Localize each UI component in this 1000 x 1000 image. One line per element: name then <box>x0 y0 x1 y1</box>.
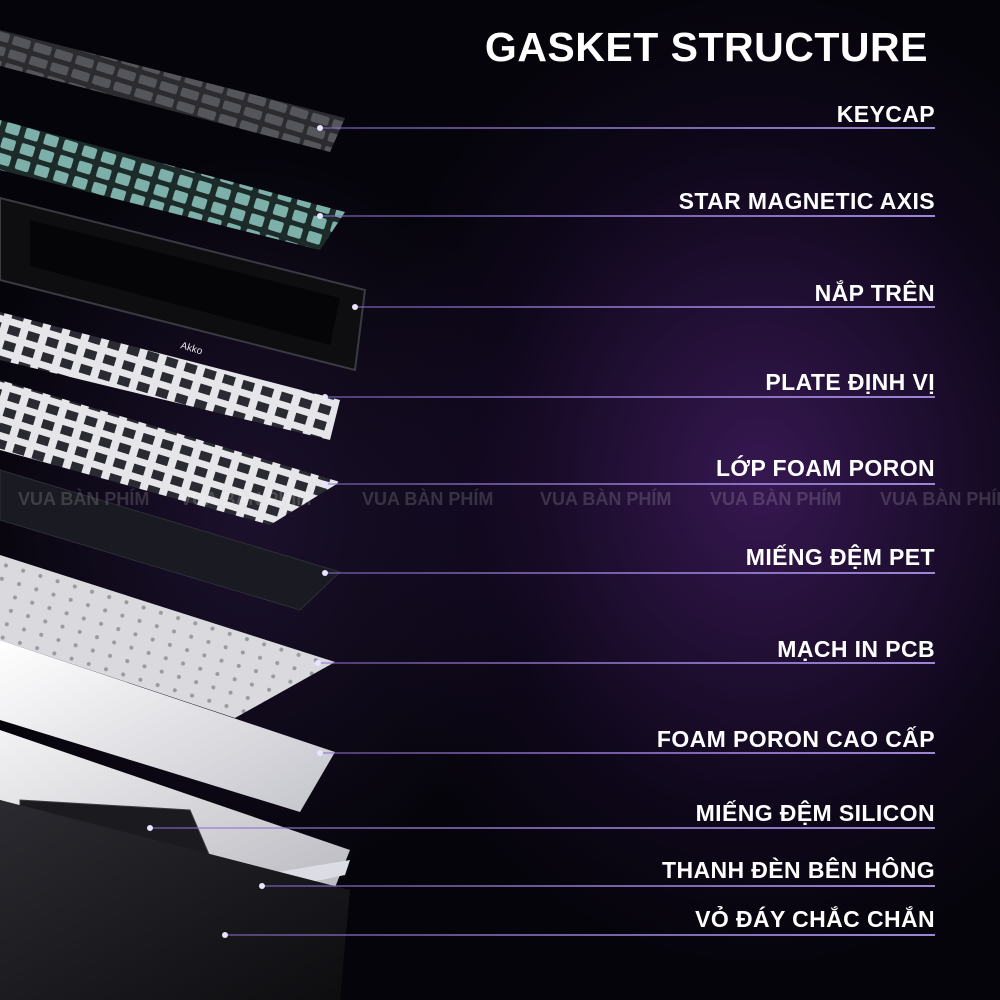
page-title: GASKET STRUCTURE <box>484 24 928 70</box>
leader-line <box>355 306 935 308</box>
leader-line <box>320 752 935 754</box>
layer-label-bottom-case: VỎ ĐÁY CHẮC CHẮN <box>695 906 935 932</box>
leader-dot <box>222 932 228 938</box>
leader-dot <box>259 883 265 889</box>
layer-label-pcb: MẠCH IN PCB <box>777 636 935 662</box>
watermark-text: VUA BÀN PHÍM <box>880 489 1000 509</box>
leader-line <box>325 483 935 485</box>
foam-premium-art <box>0 640 335 812</box>
leader-dot <box>322 570 328 576</box>
leader-line <box>320 127 935 129</box>
leader-line <box>225 934 935 936</box>
leader-line <box>318 662 935 664</box>
watermark-text: VUA BÀN PHÍM <box>180 489 312 509</box>
leader-line <box>325 572 935 574</box>
leader-dot <box>317 213 323 219</box>
keycap-layer-art <box>0 30 345 152</box>
plate-art <box>0 312 340 440</box>
bottom-case-art <box>0 800 350 1000</box>
leader-dot <box>315 660 321 666</box>
layer-label-silicon: MIẾNG ĐỆM SILICON <box>695 800 935 826</box>
leader-dot <box>322 481 328 487</box>
layer-label-top-case: NẮP TRÊN <box>814 280 935 306</box>
layer-label-foam-premium: FOAM PORON CAO CẤP <box>656 726 935 752</box>
leader-line <box>150 827 935 829</box>
layer-label-pet: MIẾNG ĐỆM PET <box>745 544 935 570</box>
leader-line <box>325 396 935 398</box>
pet-layer-art <box>0 469 341 611</box>
watermark-text: VUA BÀN PHÍM <box>18 489 150 509</box>
leader-dot <box>317 125 323 131</box>
layer-label-light-strip: THANH ĐÈN BÊN HÔNG <box>662 857 935 883</box>
watermark-text: VUA BÀN PHÍM <box>710 489 842 509</box>
watermark-text: VUA BÀN PHÍM <box>540 489 672 509</box>
switch-layer-art <box>0 120 345 250</box>
foam-poron-art <box>0 380 340 525</box>
watermark-text: VUA BÀN PHÍM <box>362 489 494 509</box>
pcb-art <box>0 555 335 718</box>
leader-dot <box>352 304 358 310</box>
layer-label-plate: PLATE ĐỊNH VỊ <box>765 369 935 395</box>
layer-label-keycap: KEYCAP <box>836 101 935 127</box>
leader-dot <box>147 825 153 831</box>
akko-logo: Akko <box>179 340 204 357</box>
leader-line <box>320 215 935 217</box>
leader-line <box>262 885 935 887</box>
leader-dot <box>317 750 323 756</box>
layer-label-switch: STAR MAGNETIC AXIS <box>678 188 935 214</box>
layer-label-foam-poron: LỚP FOAM PORON <box>715 455 935 481</box>
leader-dot <box>322 394 328 400</box>
